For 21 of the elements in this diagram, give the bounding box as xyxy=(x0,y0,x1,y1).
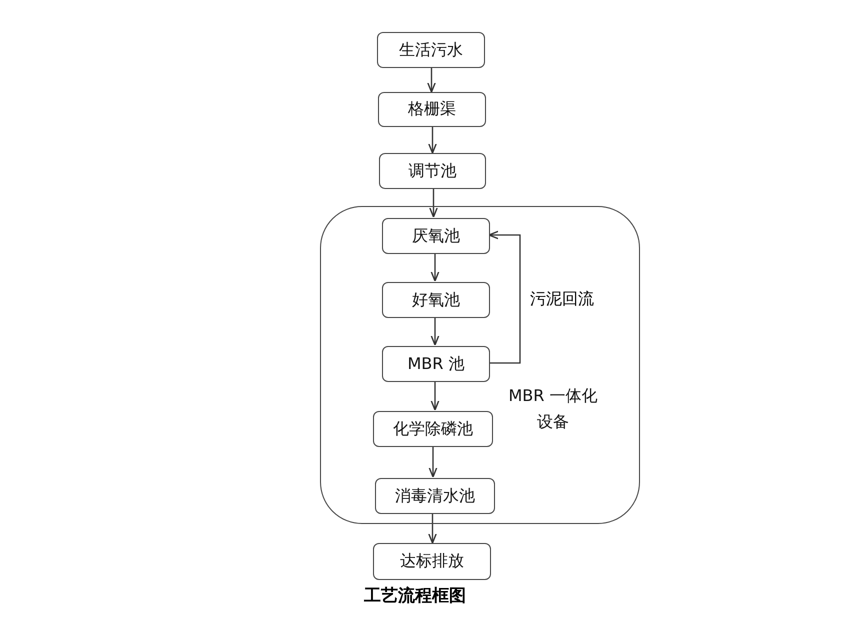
diagram-caption: 工艺流程框图 xyxy=(363,585,467,607)
process-box: 调节池 xyxy=(379,153,486,189)
process-box: 格栅渠 xyxy=(378,92,486,127)
arrow xyxy=(428,127,437,154)
process-box: 好氧池 xyxy=(382,282,490,318)
arrow xyxy=(428,513,437,544)
arrow xyxy=(427,68,436,93)
process-box: MBR 池 xyxy=(382,346,490,382)
process-box: 达标排放 xyxy=(373,543,491,580)
process-box: 化学除磷池 xyxy=(373,411,493,447)
process-box: 生活污水 xyxy=(377,32,485,68)
arrow xyxy=(430,381,440,411)
process-box: 消毒清水池 xyxy=(375,478,495,514)
arrow xyxy=(428,446,438,478)
arrow xyxy=(429,189,438,218)
group-label: MBR 一体化设备 xyxy=(508,385,598,433)
process-box: 厌氧池 xyxy=(382,218,490,254)
arrow xyxy=(430,253,440,282)
arrow xyxy=(430,317,440,346)
equipment-group-frame xyxy=(320,206,640,524)
arrow xyxy=(488,230,521,364)
